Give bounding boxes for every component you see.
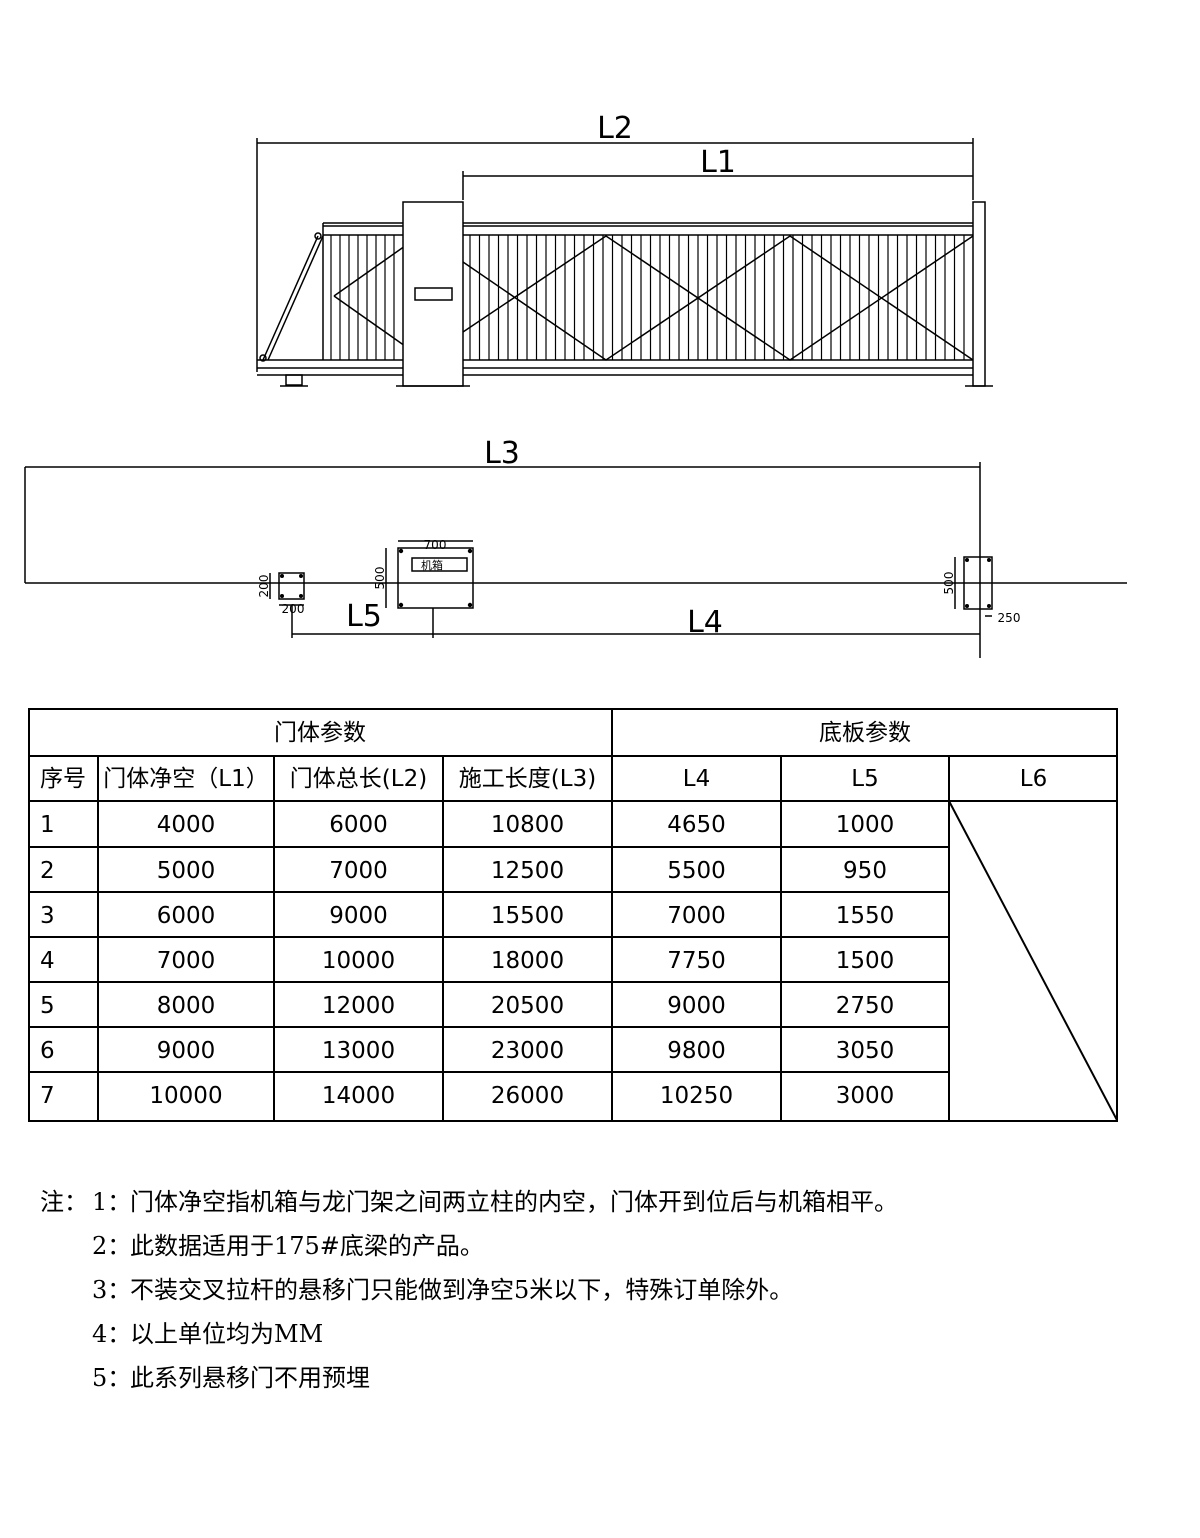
note-text: 以上单位均为MM xyxy=(130,1320,324,1348)
note-number: 2： xyxy=(92,1232,132,1260)
column-header: 施工长度(L3) xyxy=(459,766,596,792)
dim-label-l5: L5 xyxy=(346,599,382,634)
note-number: 4： xyxy=(92,1320,132,1348)
table-cell: 7000 xyxy=(667,903,726,929)
table-cell: 9000 xyxy=(667,993,726,1019)
dim-500-box: 500 xyxy=(373,567,387,590)
table-cell: 26000 xyxy=(491,1083,564,1109)
motor-box-label: 机箱 xyxy=(421,558,443,572)
table-cell: 10000 xyxy=(149,1083,222,1109)
parameter-table: 门体参数 底板参数序号门体净空（L1） 门体总长(L2) 施工长度(L3) L4 L5 L6… xyxy=(28,708,1118,1122)
table-cell: 12500 xyxy=(491,858,564,884)
table-cell: 10800 xyxy=(491,812,564,838)
foundation-plan-drawing: L3 L5 L4 机箱 700 500 200 200 500 250 xyxy=(24,436,1127,658)
table-cell: 2750 xyxy=(836,993,895,1019)
table-cell: 950 xyxy=(843,858,887,884)
row-number: 4 xyxy=(40,948,55,974)
table-cell: 10000 xyxy=(322,948,395,974)
table-cell: 6000 xyxy=(329,812,388,838)
table-cell: 5000 xyxy=(157,858,216,884)
table-cell: 18000 xyxy=(491,948,564,974)
table-cell: 3000 xyxy=(836,1083,895,1109)
column-header: L6 xyxy=(1020,766,1047,792)
dim-250: 250 xyxy=(998,611,1021,625)
table-cell: 12000 xyxy=(322,993,395,1019)
note-number: 5： xyxy=(92,1364,132,1392)
dim-200-left-vertical: 200 xyxy=(257,575,271,598)
dim-700: 700 xyxy=(424,538,447,552)
table-cell: 1000 xyxy=(836,812,895,838)
table-cell: 13000 xyxy=(322,1038,395,1064)
dim-500-right: 500 xyxy=(942,572,956,595)
row-number: 1 xyxy=(40,812,55,838)
row-number: 5 xyxy=(40,993,55,1019)
note-text: 此系列悬移门不用预埋 xyxy=(130,1364,370,1392)
table-cell: 1550 xyxy=(836,903,895,929)
group-header-base: 底板参数 xyxy=(819,720,911,746)
note-item: 注： 1： 门体净空指机箱与龙门架之间两立柱的内空，门体开到位后与机箱相平。 xyxy=(40,1180,1140,1224)
row-number: 6 xyxy=(40,1038,55,1064)
group-header-door: 门体参数 xyxy=(274,720,366,746)
dim-label-l4: L4 xyxy=(687,605,723,640)
note-item: 4： 以上单位均为MM xyxy=(40,1312,1140,1356)
table-cell: 10250 xyxy=(660,1083,733,1109)
table-cell: 5500 xyxy=(667,858,726,884)
dim-200-left-horizontal: 200 xyxy=(282,602,305,616)
note-item: 5： 此系列悬移门不用预埋 xyxy=(40,1356,1140,1400)
note-text: 门体净空指机箱与龙门架之间两立柱的内空，门体开到位后与机箱相平。 xyxy=(130,1188,898,1216)
table-cell: 3050 xyxy=(836,1038,895,1064)
notes: 注： 1： 门体净空指机箱与龙门架之间两立柱的内空，门体开到位后与机箱相平。 2… xyxy=(40,1180,1140,1400)
table-cell: 9000 xyxy=(329,903,388,929)
note-item: 2： 此数据适用于175#底梁的产品。 xyxy=(40,1224,1140,1268)
table-cell: 6000 xyxy=(157,903,216,929)
note-number: 3： xyxy=(92,1276,132,1304)
column-header: L5 xyxy=(851,766,878,792)
table-cell: 4000 xyxy=(157,812,216,838)
dim-label-l1: L1 xyxy=(700,145,736,180)
note-text: 此数据适用于175#底梁的产品。 xyxy=(130,1232,484,1260)
row-number: 3 xyxy=(40,903,55,929)
notes-prefix: 注： xyxy=(40,1188,88,1216)
note-item: 3： 不装交叉拉杆的悬移门只能做到净空5米以下，特殊订单除外。 xyxy=(40,1268,1140,1312)
column-header: 序号 xyxy=(40,766,86,792)
table-cell: 15500 xyxy=(491,903,564,929)
note-number: 1： xyxy=(92,1188,132,1216)
note-text: 不装交叉拉杆的悬移门只能做到净空5米以下，特殊订单除外。 xyxy=(130,1276,794,1304)
column-header: 门体净空（L1） xyxy=(103,766,268,792)
table-cell: 14000 xyxy=(322,1083,395,1109)
table-cell: 1500 xyxy=(836,948,895,974)
table-cell: 7000 xyxy=(157,948,216,974)
column-header: L4 xyxy=(683,766,710,792)
table-cell: 23000 xyxy=(491,1038,564,1064)
row-number: 2 xyxy=(40,858,55,884)
table-cell: 7750 xyxy=(667,948,726,974)
dim-label-l3: L3 xyxy=(484,436,520,471)
table-cell: 8000 xyxy=(157,993,216,1019)
table-cell: 7000 xyxy=(329,858,388,884)
column-header: 门体总长(L2) xyxy=(290,766,427,792)
table-cell: 4650 xyxy=(667,812,726,838)
dim-label-l2: L2 xyxy=(597,111,633,146)
table-cell: 9000 xyxy=(157,1038,216,1064)
table-cell: 20500 xyxy=(491,993,564,1019)
table-cell: 9800 xyxy=(667,1038,726,1064)
gate-elevation-drawing: L2 L1 xyxy=(256,111,993,387)
row-number: 7 xyxy=(40,1083,55,1109)
